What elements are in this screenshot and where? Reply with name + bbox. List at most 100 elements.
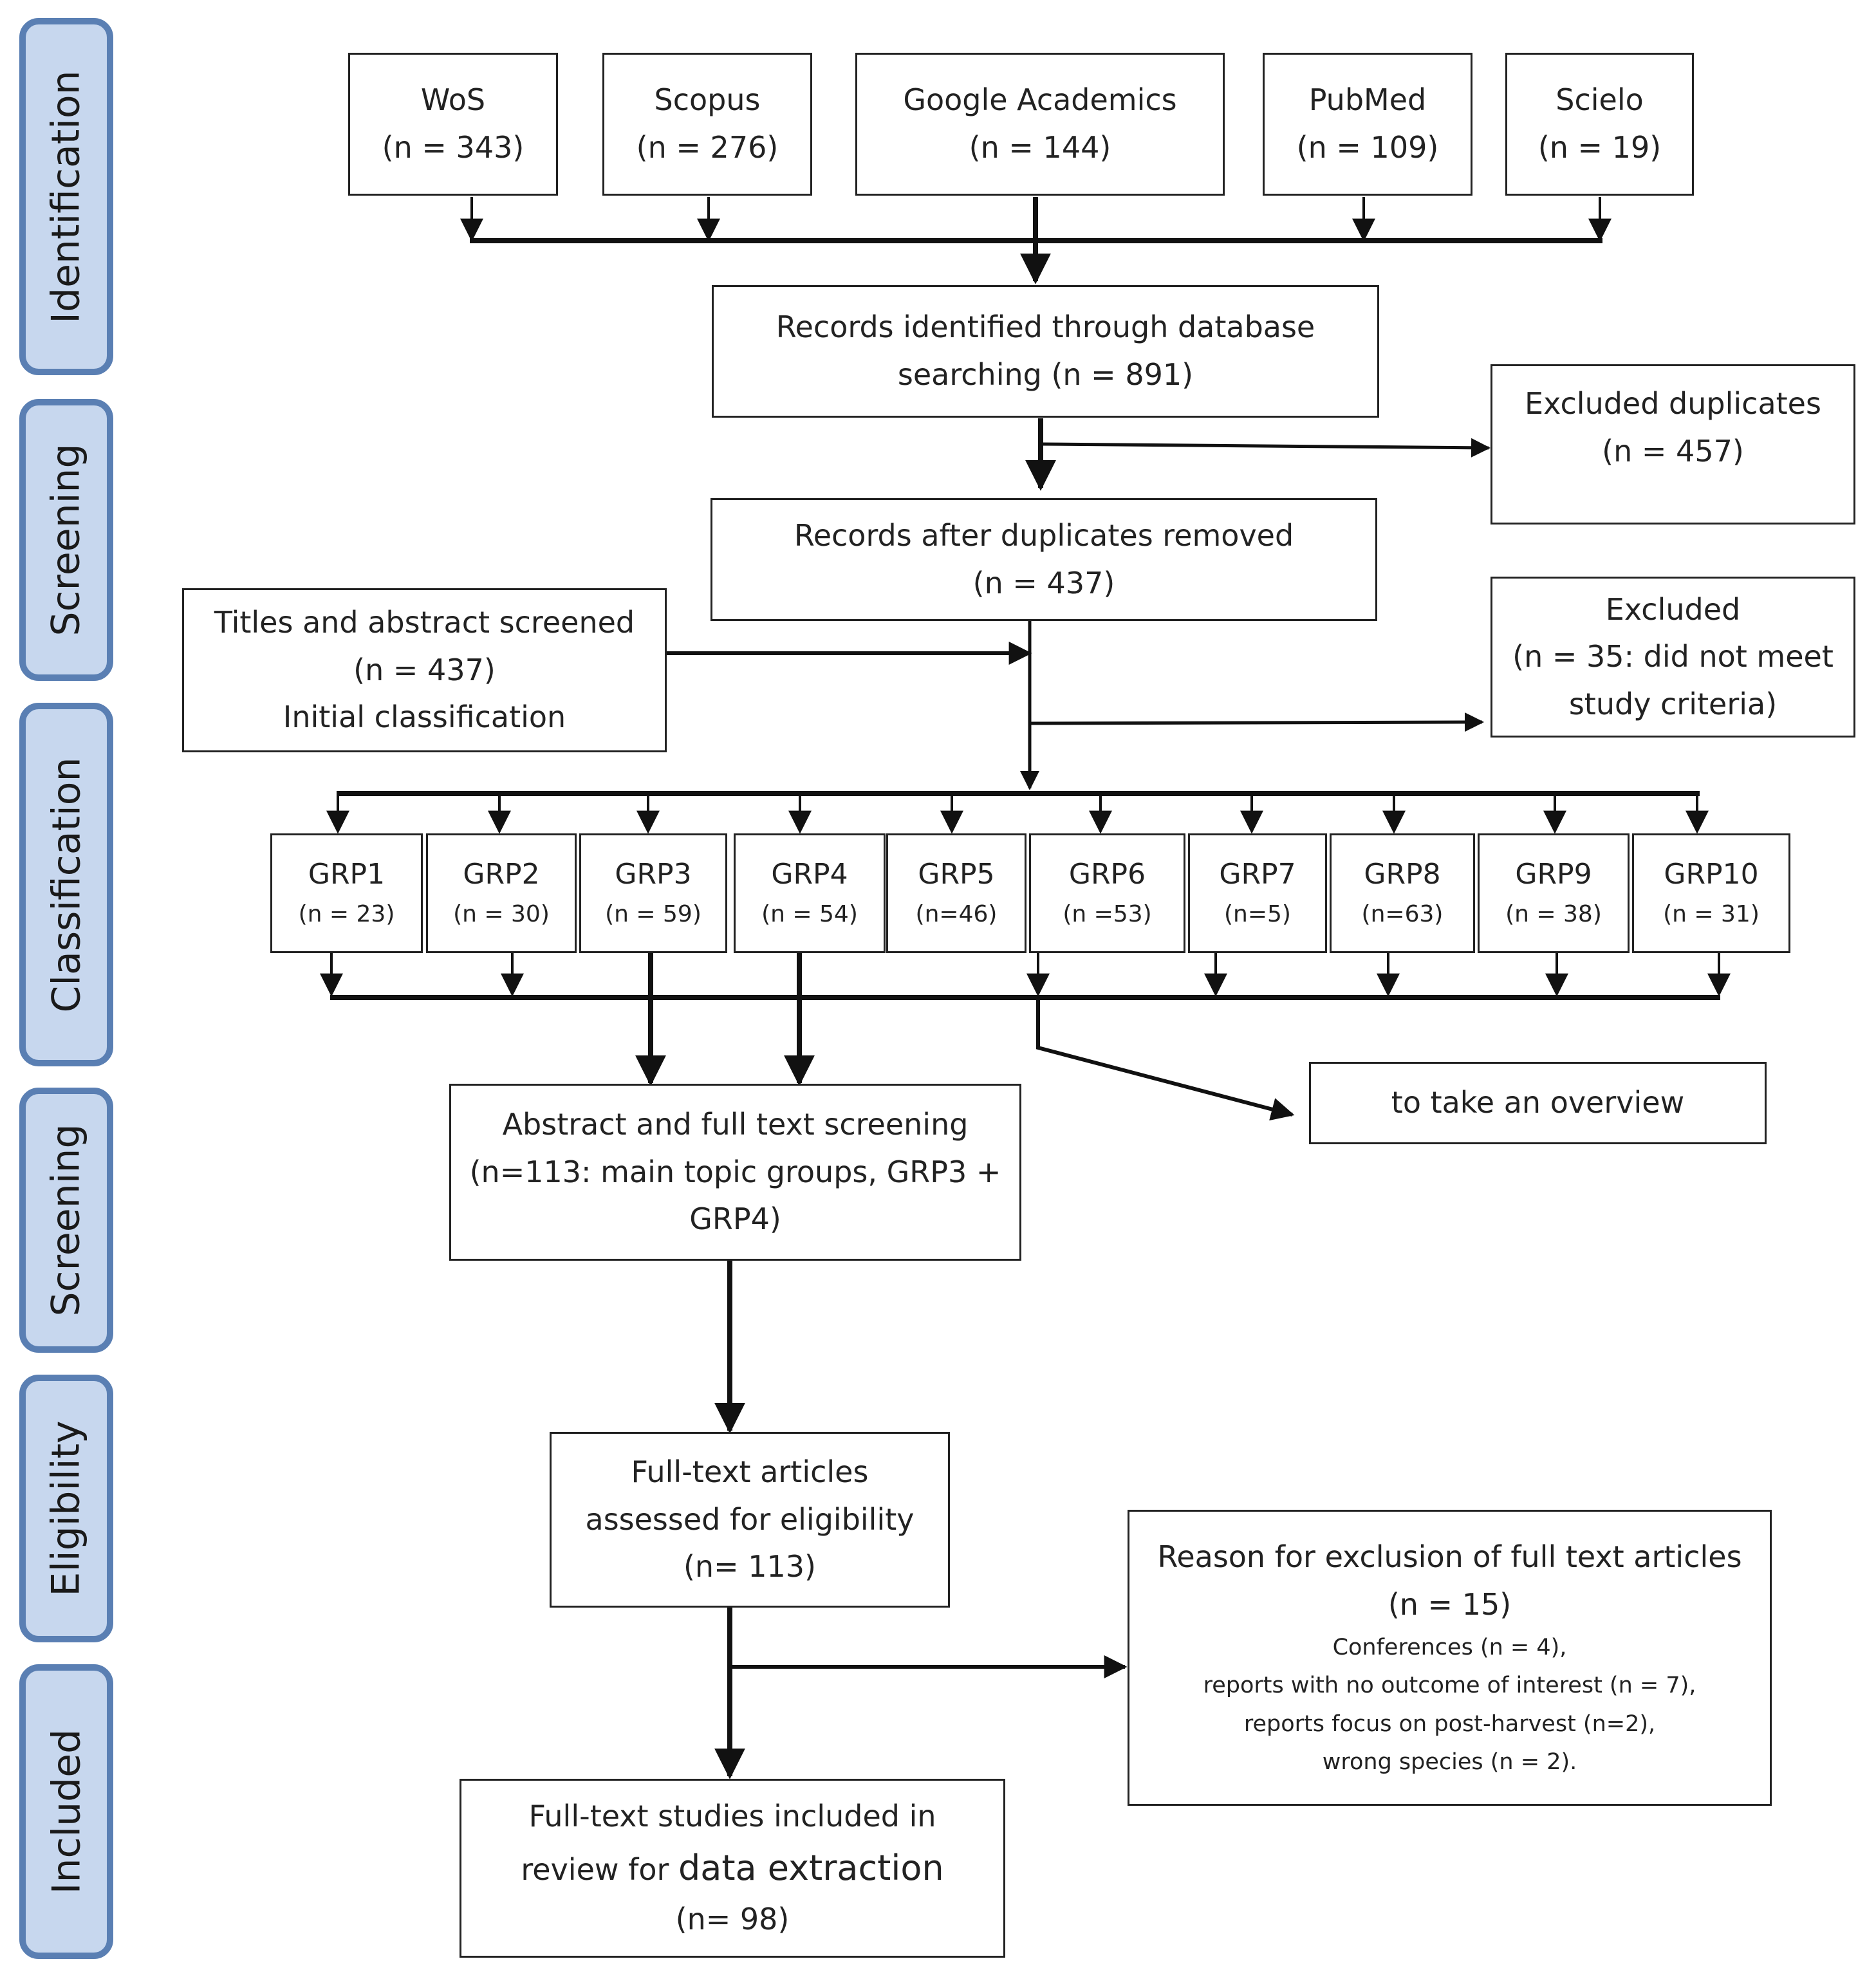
excluded-criteria-line3: study criteria) bbox=[1568, 686, 1778, 721]
fulltext-assessed-line1: Full-text articles bbox=[631, 1454, 869, 1490]
stage-eligibility-label: Eligibility bbox=[44, 1420, 89, 1597]
source-count: (n = 19) bbox=[1537, 130, 1662, 165]
titles-screened-line1: Titles and abstract screened bbox=[214, 605, 635, 640]
stage-classification: Classification bbox=[19, 703, 113, 1066]
stage-identification-label: Identification bbox=[44, 70, 89, 324]
group-name: GRP10 bbox=[1664, 858, 1759, 891]
group-count: (n=5) bbox=[1224, 901, 1291, 928]
group-name: GRP4 bbox=[771, 858, 848, 891]
records-after-duplicates-line2: (n = 437) bbox=[972, 565, 1115, 600]
titles-screened-line3: Initial classification bbox=[283, 700, 566, 735]
group-count: (n = 54) bbox=[761, 901, 858, 928]
included-studies-line2: review for data extraction bbox=[521, 1841, 943, 1896]
included-studies-line2b: data extraction bbox=[678, 1847, 944, 1888]
included-studies-box: Full-text studies included in review for… bbox=[460, 1779, 1005, 1958]
group-name: GRP6 bbox=[1068, 858, 1146, 891]
group-count: (n = 23) bbox=[298, 901, 395, 928]
group-box-grp1: GRP1 (n = 23) bbox=[270, 833, 423, 953]
source-box-scopus: Scopus (n = 276) bbox=[602, 53, 812, 196]
group-box-grp3: GRP3 (n = 59) bbox=[579, 833, 727, 953]
group-name: GRP2 bbox=[463, 858, 540, 891]
excluded-duplicates-box: Excluded duplicates (n = 457) bbox=[1491, 364, 1855, 524]
source-count: (n = 343) bbox=[382, 130, 525, 165]
fulltext-assessed-box: Full-text articles assessed for eligibil… bbox=[550, 1432, 950, 1608]
arrow-to-overview bbox=[1036, 998, 1295, 1121]
records-after-duplicates-box: Records after duplicates removed (n = 43… bbox=[710, 498, 1377, 621]
group-count: (n =53) bbox=[1063, 901, 1152, 928]
group-name: GRP8 bbox=[1364, 858, 1441, 891]
stage-screening-2-label: Screening bbox=[44, 1124, 89, 1317]
fulltext-assessed-line2: assessed for eligibility bbox=[585, 1501, 915, 1537]
exclusion-reason-item: reports with no outcome of interest (n =… bbox=[1203, 1673, 1696, 1699]
group-count: (n = 59) bbox=[605, 901, 701, 928]
stage-eligibility: Eligibility bbox=[19, 1375, 113, 1642]
source-name: Scielo bbox=[1556, 82, 1644, 118]
source-name: PubMed bbox=[1308, 82, 1427, 118]
exclusion-reason-item: reports focus on post-harvest (n=2), bbox=[1243, 1711, 1656, 1737]
group-name: GRP3 bbox=[615, 858, 692, 891]
stage-screening-2: Screening bbox=[19, 1088, 113, 1353]
overview-box: to take an overview bbox=[1309, 1062, 1767, 1144]
records-identified-line1: Records identified through database bbox=[775, 310, 1315, 345]
group-box-grp9: GRP9 (n = 38) bbox=[1478, 833, 1630, 953]
source-name: Scopus bbox=[654, 82, 761, 118]
abstract-fulltext-line1: Abstract and full text screening bbox=[502, 1107, 969, 1142]
records-identified-box: Records identified through database sear… bbox=[712, 285, 1379, 418]
group-name: GRP1 bbox=[308, 858, 385, 891]
source-count: (n = 144) bbox=[969, 130, 1111, 165]
stage-screening-1-label: Screening bbox=[44, 443, 89, 636]
group-box-grp8: GRP8 (n=63) bbox=[1330, 833, 1475, 953]
excluded-duplicates-line1: Excluded duplicates bbox=[1525, 386, 1821, 421]
stage-included-label: Included bbox=[44, 1729, 89, 1895]
group-box-grp2: GRP2 (n = 30) bbox=[426, 833, 577, 953]
stage-classification-label: Classification bbox=[44, 756, 89, 1013]
overview-label: to take an overview bbox=[1391, 1085, 1685, 1120]
exclusion-reason-item: Conferences (n = 4), bbox=[1332, 1634, 1567, 1660]
group-name: GRP7 bbox=[1219, 858, 1296, 891]
group-box-grp4: GRP4 (n = 54) bbox=[734, 833, 886, 953]
group-count: (n = 30) bbox=[453, 901, 550, 928]
records-after-duplicates-line1: Records after duplicates removed bbox=[794, 517, 1294, 553]
group-box-grp10: GRP10 (n = 31) bbox=[1632, 833, 1790, 953]
source-count: (n = 276) bbox=[636, 130, 779, 165]
titles-screened-line2: (n = 437) bbox=[353, 652, 496, 687]
abstract-fulltext-screening-box: Abstract and full text screening (n=113:… bbox=[449, 1084, 1021, 1261]
source-name: WoS bbox=[420, 82, 486, 118]
stage-identification: Identification bbox=[19, 18, 113, 375]
group-box-grp7: GRP7 (n=5) bbox=[1188, 833, 1327, 953]
excluded-criteria-line1: Excluded bbox=[1605, 591, 1741, 627]
group-count: (n = 38) bbox=[1505, 901, 1602, 928]
stage-screening-1: Screening bbox=[19, 399, 113, 681]
source-count: (n = 109) bbox=[1296, 130, 1439, 165]
group-name: GRP9 bbox=[1515, 858, 1592, 891]
exclusion-reasons-count: (n = 15) bbox=[1388, 1587, 1512, 1622]
exclusion-reasons-box: Reason for exclusion of full text articl… bbox=[1128, 1510, 1772, 1806]
group-name: GRP5 bbox=[918, 858, 995, 891]
stage-included: Included bbox=[19, 1664, 113, 1959]
titles-screened-box: Titles and abstract screened (n = 437) I… bbox=[182, 588, 667, 752]
group-count: (n=63) bbox=[1361, 901, 1444, 928]
source-box-pubmed: PubMed (n = 109) bbox=[1263, 53, 1472, 196]
included-studies-line2a: review for bbox=[521, 1852, 678, 1887]
exclusion-reason-item: wrong species (n = 2). bbox=[1322, 1749, 1577, 1776]
abstract-fulltext-line3: GRP4) bbox=[689, 1202, 781, 1237]
source-box-google-academics: Google Academics (n = 144) bbox=[855, 53, 1225, 196]
included-studies-line1: Full-text studies included in bbox=[528, 1799, 936, 1834]
included-studies-line3: (n= 98) bbox=[675, 1902, 790, 1937]
group-box-grp6: GRP6 (n =53) bbox=[1029, 833, 1185, 953]
group-count: (n=46) bbox=[915, 901, 998, 928]
arrow-to-excluded-duplicates bbox=[1040, 438, 1491, 458]
source-box-scielo: Scielo (n = 19) bbox=[1505, 53, 1694, 196]
exclusion-reasons-title: Reason for exclusion of full text articl… bbox=[1157, 1539, 1742, 1575]
excluded-criteria-line2: (n = 35: did not meet bbox=[1512, 639, 1834, 674]
abstract-fulltext-line2: (n=113: main topic groups, GRP3 + bbox=[469, 1154, 1001, 1189]
group-count: (n = 31) bbox=[1663, 901, 1760, 928]
source-box-wos: WoS (n = 343) bbox=[348, 53, 558, 196]
group-box-grp5: GRP5 (n=46) bbox=[886, 833, 1026, 953]
excluded-duplicates-line2: (n = 457) bbox=[1602, 433, 1744, 469]
records-identified-line2: searching (n = 891) bbox=[897, 357, 1194, 392]
excluded-criteria-box: Excluded (n = 35: did not meet study cri… bbox=[1491, 577, 1855, 738]
fulltext-assessed-line3: (n= 113) bbox=[683, 1549, 816, 1584]
source-name: Google Academics bbox=[903, 82, 1177, 118]
